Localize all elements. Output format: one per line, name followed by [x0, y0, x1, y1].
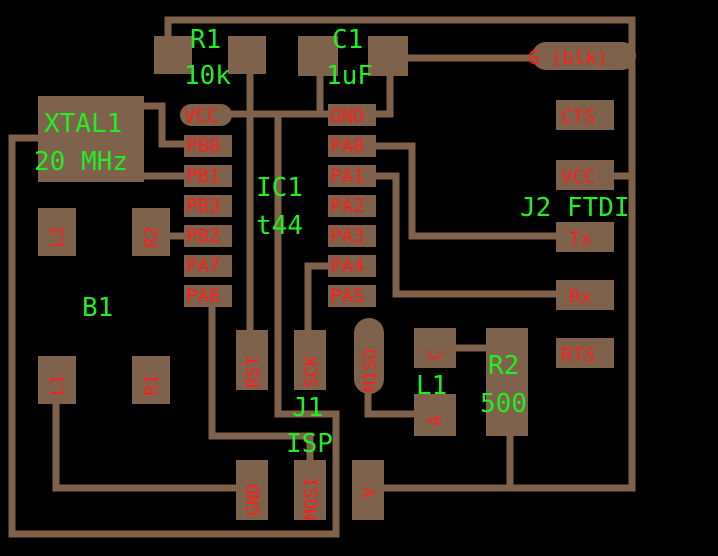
r1-pad-left [154, 36, 192, 74]
ftdi-vcc-pad [556, 160, 614, 190]
led-c-label: C [425, 349, 446, 360]
ic1-pin-pb0-pad [184, 135, 232, 157]
ic1-pin-pa7-pad [184, 255, 232, 277]
l1-ref-label: L1 [416, 371, 447, 401]
j2-ref-label: J2 FTDI [520, 193, 630, 223]
ic1-pin-label: PA0 [330, 135, 364, 157]
trace-pa1-rx [356, 172, 584, 298]
ic1-pin-pb3-pad [184, 195, 232, 217]
ftdi-rts-pad [556, 338, 614, 368]
ic1-pin-pa0-pad [328, 135, 376, 157]
ic1-pin-label: PB2 [186, 225, 220, 247]
ic1-pin-pb2-pad [184, 225, 232, 247]
b1-l2-label: L2 [47, 226, 68, 248]
ic1-pin-gnd-pad [328, 104, 376, 126]
ic1-pin-label: PB3 [186, 195, 220, 217]
j1-value-label: ISP [286, 429, 333, 459]
ftdi-vcc-label: VCC [561, 166, 595, 188]
isp-gnd-pad [236, 460, 268, 520]
ftdi-rx-label: Rx [569, 286, 592, 308]
led-a-label: A [425, 415, 446, 426]
c1-ref-label: C1 [332, 25, 363, 55]
ic1-pin-pa3-pad [328, 225, 376, 247]
b1-r2-pad [132, 208, 170, 256]
xtal1-ref-label: XTAL1 [44, 109, 122, 139]
xtal1-pad [38, 96, 144, 182]
b1-r1-pad [132, 356, 170, 404]
ic1-pin-pb1-pad [184, 165, 232, 187]
ic1-pin-pa2-pad [328, 195, 376, 217]
ic1-pin-pa4-pad [328, 255, 376, 277]
ftdi-gnd-pad [532, 42, 636, 70]
pads [38, 36, 636, 520]
isp-v-pad [352, 460, 384, 520]
r1-ref-label: R1 [190, 25, 221, 55]
b1-l2-pad [38, 208, 76, 256]
b1-ref-label: B1 [82, 293, 113, 323]
isp-miso-label: MISO [360, 349, 381, 392]
trace-l1-gnd [52, 380, 256, 492]
c1-pad-left [298, 36, 338, 76]
c1-value-label: 1uF [326, 61, 373, 91]
r2-ref-label: R2 [488, 351, 519, 381]
ic1-pin-label: PA6 [186, 285, 220, 307]
r2-500-pad [486, 328, 528, 436]
isp-sck-pad [294, 330, 326, 390]
led-c-pad [414, 328, 456, 368]
isp-v-label: V [359, 487, 380, 498]
b1-l1-label: L1 [47, 374, 68, 396]
isp-rst-pad [236, 330, 268, 390]
ftdi-rts-label: RTS [561, 344, 595, 366]
ic1-pin-label: PA7 [186, 255, 220, 277]
ic1-pin-pa5-pad [328, 285, 376, 307]
ic1-pin-label: PA5 [330, 285, 364, 307]
b1-r2-label: R2 [141, 226, 162, 248]
ic1-pin-label: PA2 [330, 195, 364, 217]
ic1-value-label: t44 [256, 211, 303, 241]
component-labels: R1 10k C1 1uF XTAL1 20 MHz IC1 t44 J2 FT… [34, 25, 630, 459]
isp-gnd-label: GND [243, 483, 264, 516]
isp-mosi-label: MOSI [301, 477, 322, 520]
ftdi-rx-pad [556, 280, 614, 310]
ic1-pin-pa1-pad [328, 165, 376, 187]
ic1-pin-label: PB1 [186, 165, 220, 187]
isp-mosi-pad [294, 460, 326, 520]
xtal1-value-label: 20 MHz [34, 147, 128, 177]
r1-pad-right [228, 36, 266, 74]
ic1-pin-label: GND [330, 105, 364, 127]
j1-ref-label: J1 [292, 393, 323, 423]
isp-rst-label: RST [243, 355, 264, 388]
ic1-pin-pa6-pad [184, 285, 232, 307]
led-a-pad [414, 394, 456, 436]
trace-pa0-tx [356, 142, 584, 240]
ftdi-tx-label: Tx [569, 228, 592, 250]
ic1-pin-label: PA4 [330, 255, 364, 277]
ic1-ref-label: IC1 [256, 173, 303, 203]
r1-value-label: 10k [184, 61, 231, 91]
isp-miso-pad [354, 318, 384, 394]
ic1-pin-label: PB0 [186, 135, 220, 157]
isp-sck-label: SCK [301, 355, 322, 388]
ic1-pin-label: VCC [184, 105, 218, 127]
b1-l1-pad [38, 356, 76, 404]
r2-value-label: 500 [480, 389, 527, 419]
ic1-pin-vcc-pad [180, 104, 232, 126]
c1-pad-right [368, 36, 408, 76]
ic1-pin-label: PA1 [330, 165, 364, 187]
ftdi-cts-pad [556, 100, 614, 130]
ic1-pin-label: PA3 [330, 225, 364, 247]
ftdi-cts-label: CTS [561, 106, 595, 128]
ftdi-gnd-label: G (blk) [528, 47, 608, 69]
b1-r1-label: R1 [141, 374, 162, 396]
ftdi-tx-pad [556, 222, 614, 252]
pad-labels: VCC PB0 PB1 PB3 PB2 PA7 PA6 GND PA0 PA1 … [47, 47, 608, 520]
